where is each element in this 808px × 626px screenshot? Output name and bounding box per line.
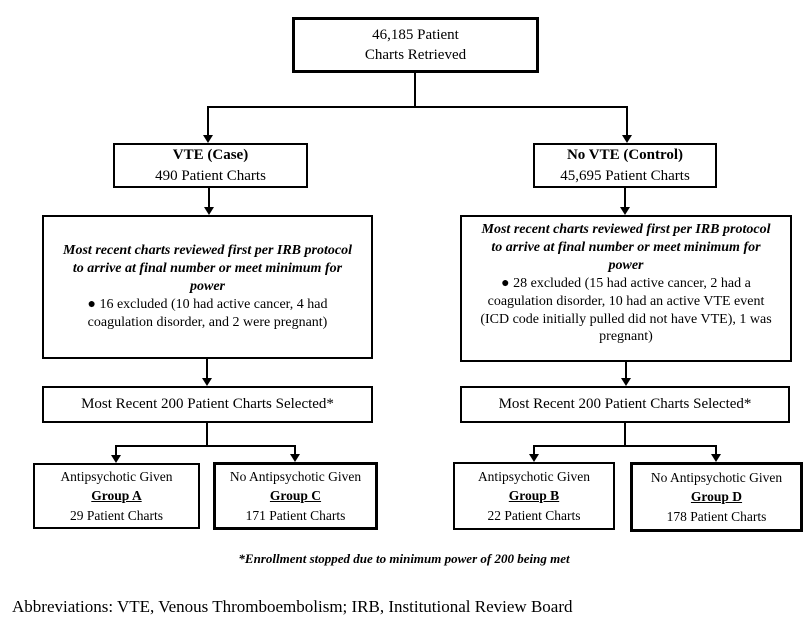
vte-case-count: 490 Patient Charts — [155, 167, 266, 184]
arrow-down-icon — [202, 378, 212, 386]
case-exclusion-bullet: ● 16 excluded (10 had active cancer, 4 h… — [87, 296, 328, 330]
control-review-box: Most recent charts reviewed first per IR… — [460, 215, 792, 362]
group-c-count: 171 Patient Charts — [245, 507, 346, 523]
connector-line — [533, 445, 717, 447]
group-c-box: No Antipsychotic Given Group C 171 Patie… — [213, 462, 378, 530]
connector-line — [533, 445, 535, 455]
connector-line — [207, 106, 628, 108]
arrow-down-icon — [711, 454, 721, 462]
connector-line — [207, 106, 209, 136]
arrow-down-icon — [111, 455, 121, 463]
connector-line — [625, 360, 627, 379]
group-a-count: 29 Patient Charts — [70, 507, 163, 523]
connector-line — [624, 186, 626, 208]
group-b-label: Antipsychotic Given — [477, 468, 591, 484]
connector-line — [715, 445, 717, 455]
vte-case-box: VTE (Case) 490 Patient Charts — [113, 143, 308, 188]
case-review-box: Most recent charts reviewed first per IR… — [42, 215, 373, 359]
group-a-label: Antipsychotic Given — [60, 468, 173, 484]
connector-line — [208, 186, 210, 208]
control-selected-label: Most Recent 200 Patient Charts Selected* — [498, 396, 752, 412]
control-review-note: Most recent charts reviewed first per IR… — [481, 222, 771, 273]
case-review-note: Most recent charts reviewed first per IR… — [63, 243, 352, 295]
control-exclusion-bullet: ● 28 excluded (15 had active cancer, 2 h… — [480, 275, 772, 345]
control-selected-box: Most Recent 200 Patient Charts Selected* — [460, 386, 790, 423]
group-a-box: Antipsychotic Given Group A 29 Patient C… — [33, 463, 200, 529]
arrow-down-icon — [622, 135, 632, 143]
connector-line — [206, 357, 208, 379]
abbreviations-text: Abbreviations: VTE, Venous Thromboemboli… — [12, 597, 573, 616]
no-vte-control-box: No VTE (Control) 45,695 Patient Charts — [533, 143, 717, 188]
connector-line — [294, 445, 296, 455]
case-selected-label: Most Recent 200 Patient Charts Selected* — [81, 396, 334, 412]
group-c-name: Group C — [269, 488, 322, 504]
no-vte-control-count: 45,695 Patient Charts — [560, 167, 690, 184]
no-vte-control-title: No VTE (Control) — [566, 147, 684, 164]
group-b-name: Group B — [508, 488, 560, 504]
group-d-name: Group D — [690, 489, 743, 505]
group-d-box: No Antipsychotic Given Group D 178 Patie… — [630, 462, 803, 532]
arrow-down-icon — [621, 378, 631, 386]
arrow-down-icon — [203, 135, 213, 143]
group-b-box: Antipsychotic Given Group B 22 Patient C… — [453, 462, 615, 530]
arrow-down-icon — [290, 454, 300, 462]
connector-line — [206, 421, 208, 447]
group-a-name: Group A — [91, 488, 142, 504]
vte-case-title: VTE (Case) — [172, 147, 249, 164]
connector-line — [115, 445, 296, 447]
group-d-count: 178 Patient Charts — [666, 508, 767, 524]
arrow-down-icon — [620, 207, 630, 215]
charts-retrieved-line2: Charts Retrieved — [364, 47, 467, 63]
group-c-label: No Antipsychotic Given — [229, 468, 362, 484]
connector-line — [115, 445, 117, 456]
arrow-down-icon — [204, 207, 214, 215]
arrow-down-icon — [529, 454, 539, 462]
group-b-count: 22 Patient Charts — [487, 507, 581, 523]
enrollment-footnote: *Enrollment stopped due to minimum power… — [238, 551, 570, 566]
connector-line — [626, 106, 628, 136]
charts-retrieved-box: 46,185 Patient Charts Retrieved — [292, 17, 539, 73]
connector-line — [414, 71, 416, 108]
group-d-label: No Antipsychotic Given — [650, 469, 783, 485]
case-selected-box: Most Recent 200 Patient Charts Selected* — [42, 386, 373, 423]
charts-retrieved-line1: 46,185 Patient — [372, 26, 459, 43]
connector-line — [624, 421, 626, 447]
